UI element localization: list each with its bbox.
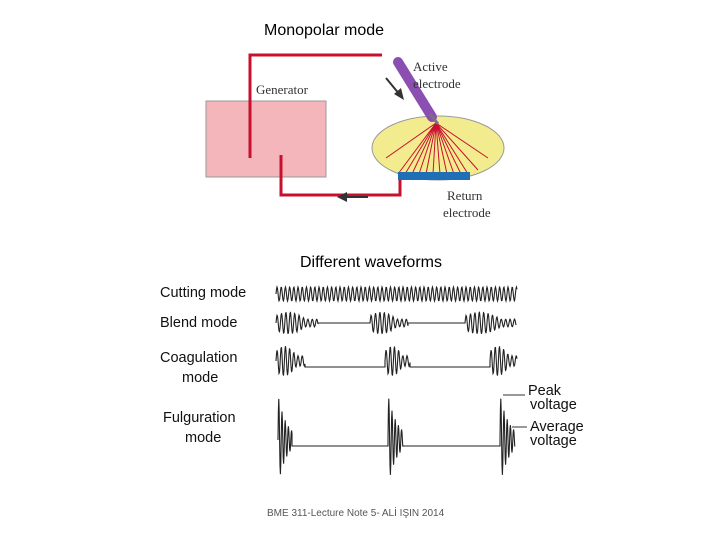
blend-waveform — [275, 311, 517, 335]
footer-note: BME 311-Lecture Note 5- ALİ IŞIN 2014 — [267, 508, 445, 519]
cutting-trace — [275, 284, 518, 304]
wire-active — [248, 53, 382, 158]
return-plate — [398, 172, 470, 180]
cutting-mode-label: Cutting mode — [160, 285, 247, 301]
waveforms-title: Different waveforms — [300, 254, 442, 271]
monopolar-title: Monopolar mode — [264, 22, 385, 39]
cutting-waveform — [275, 284, 518, 304]
coagulation-mode-label-2: mode — [182, 370, 219, 386]
left-arrow-icon — [337, 192, 368, 202]
active-electrode — [393, 57, 440, 125]
fulguration-mode-label-2: mode — [185, 430, 222, 446]
return-label-2: electrode — [443, 205, 491, 220]
fulguration-trace — [277, 398, 516, 475]
fulguration-mode-label-1: Fulguration — [163, 410, 236, 426]
fulguration-waveform — [277, 398, 516, 475]
peak-voltage-label-1: Peak — [528, 383, 562, 399]
active-label-1: Active — [413, 59, 448, 74]
current-rays — [385, 122, 489, 175]
active-label-2: electrode — [413, 76, 461, 91]
average-voltage-label-1: Average — [530, 419, 584, 435]
coagulation-mode-label-1: Coagulation — [160, 350, 238, 366]
generator-label: Generator — [256, 82, 308, 97]
peak-voltage-label-2: voltage — [530, 397, 577, 413]
wire-return — [279, 155, 402, 197]
generator-box — [205, 100, 327, 178]
return-label-1: Return — [447, 188, 483, 203]
coagulation-waveform — [275, 346, 518, 376]
coagulation-trace — [275, 346, 518, 376]
down-arrow-icon — [385, 77, 404, 100]
blend-mode-label: Blend mode — [160, 315, 238, 331]
average-voltage-label-2: voltage — [530, 433, 577, 449]
blend-trace — [275, 311, 517, 335]
